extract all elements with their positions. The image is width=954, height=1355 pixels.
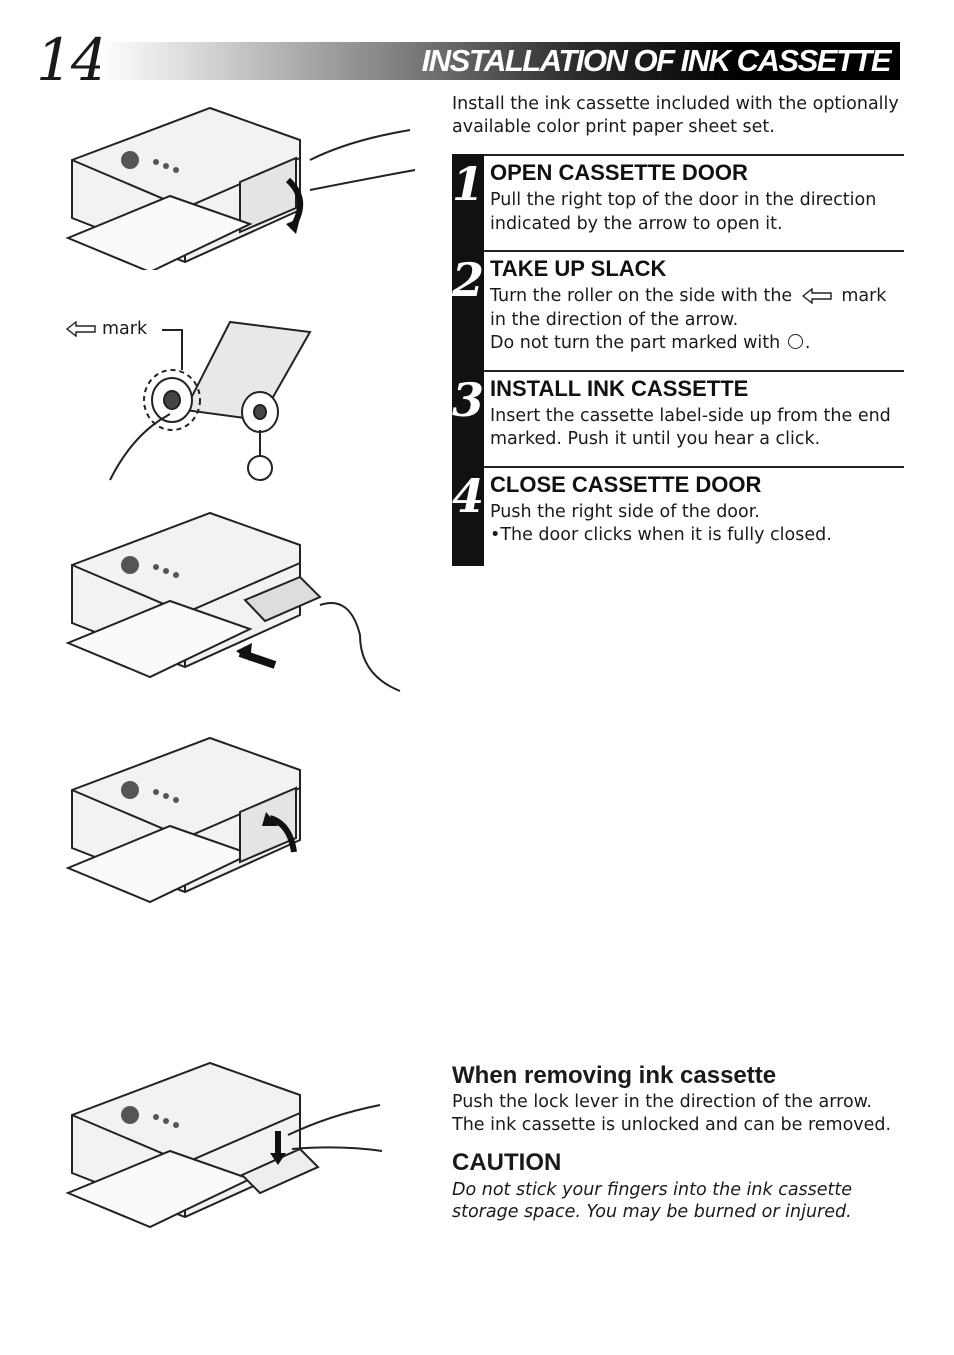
hollow-arrow-left-icon	[801, 288, 832, 304]
step-title: CLOSE CASSETTE DOOR	[490, 471, 762, 497]
hollow-arrow-left-icon	[66, 321, 96, 337]
step-number: 2	[452, 253, 485, 307]
step-body: Pull the right top of the door in the di…	[490, 190, 877, 234]
mark-label: mark	[66, 318, 147, 340]
step-1: 1 OPEN CASSETTE DOOR Pull the right top …	[452, 154, 904, 250]
page-number: 14	[36, 26, 108, 94]
figure-open-door	[65, 106, 416, 270]
removing-body: Push the lock lever in the direction of …	[452, 1092, 892, 1135]
removing-title: When removing ink cassette	[452, 1062, 777, 1089]
steps-list: 1 OPEN CASSETTE DOOR Pull the right top …	[452, 154, 904, 566]
step-4: 4 CLOSE CASSETTE DOOR Push the right sid…	[452, 465, 904, 566]
removing-section: When removing ink cassette Push the lock…	[452, 1062, 912, 1223]
page-title: INSTALLATION OF INK CASSETTE	[421, 43, 892, 78]
step-title: OPEN CASSETTE DOOR	[490, 160, 748, 185]
step-body: Turn the roller on the side with the mar…	[490, 286, 887, 353]
step-body: Push the right side of the door. •The do…	[490, 501, 832, 546]
step-number: 4	[452, 468, 485, 523]
step-title: TAKE UP SLACK	[490, 256, 667, 281]
step-number: 1	[452, 157, 485, 211]
caution-text: Do not stick your fingers into the ink c…	[452, 1180, 853, 1222]
caution-title: CAUTION	[452, 1149, 562, 1176]
figure-remove-cassette	[65, 1061, 383, 1229]
intro-text: Install the ink cassette included with t…	[452, 94, 899, 137]
figure-insert-cassette	[65, 511, 401, 692]
figure-close-door	[65, 736, 301, 904]
header-bar: INSTALLATION OF INK CASSETTE	[100, 42, 900, 80]
circle-mark-icon	[787, 334, 803, 349]
step-title: INSTALL INK CASSETTE	[490, 375, 749, 401]
step-body: Insert the cassette label-side up from t…	[490, 405, 891, 450]
figure-roller	[109, 320, 312, 481]
step-3: 3 INSTALL INK CASSETTE Insert the casset…	[452, 369, 904, 466]
step-2: 2 TAKE UP SLACK Turn the roller on the s…	[452, 250, 904, 370]
step-number: 3	[452, 372, 485, 427]
